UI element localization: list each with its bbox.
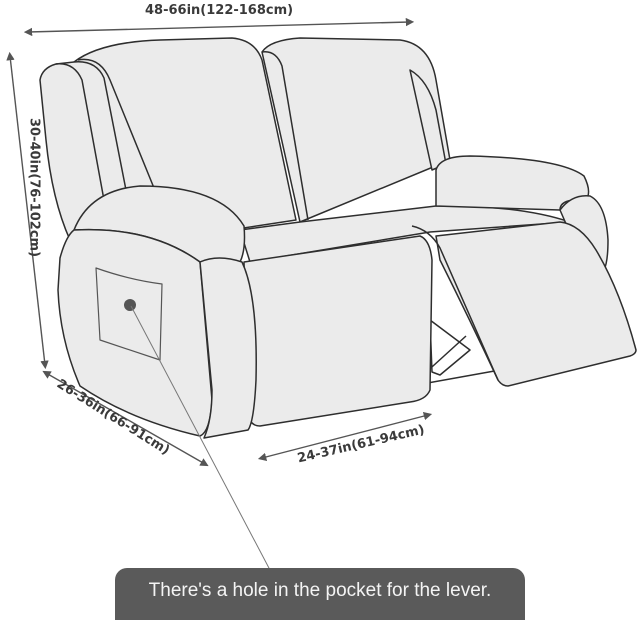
seat-depth-arrow: [257, 411, 433, 462]
dimension-lines: [6, 17, 433, 467]
width-arrow: [23, 17, 415, 37]
right-backrest: [261, 37, 451, 223]
height-dimension-label: 30-40in(76-102cm): [26, 117, 42, 258]
sofa-outline: [39, 37, 637, 439]
left-arm-roll: [199, 257, 257, 439]
lever-hole-caption: There's a hole in the pocket for the lev…: [115, 568, 525, 620]
right-armrest: [435, 155, 590, 211]
center-seat-cushion: [243, 235, 433, 427]
depth-arrow: [42, 370, 209, 467]
lever-hole-icon: [124, 299, 136, 311]
width-dimension-label: 48-66in(122-168cm): [145, 3, 294, 18]
recliner-mechanism: [429, 319, 471, 376]
callout-leader-line: [130, 305, 271, 571]
right-arm-back: [409, 69, 447, 171]
extended-footrest: [435, 221, 637, 387]
height-arrow: [6, 51, 49, 370]
side-pocket: [95, 267, 163, 361]
